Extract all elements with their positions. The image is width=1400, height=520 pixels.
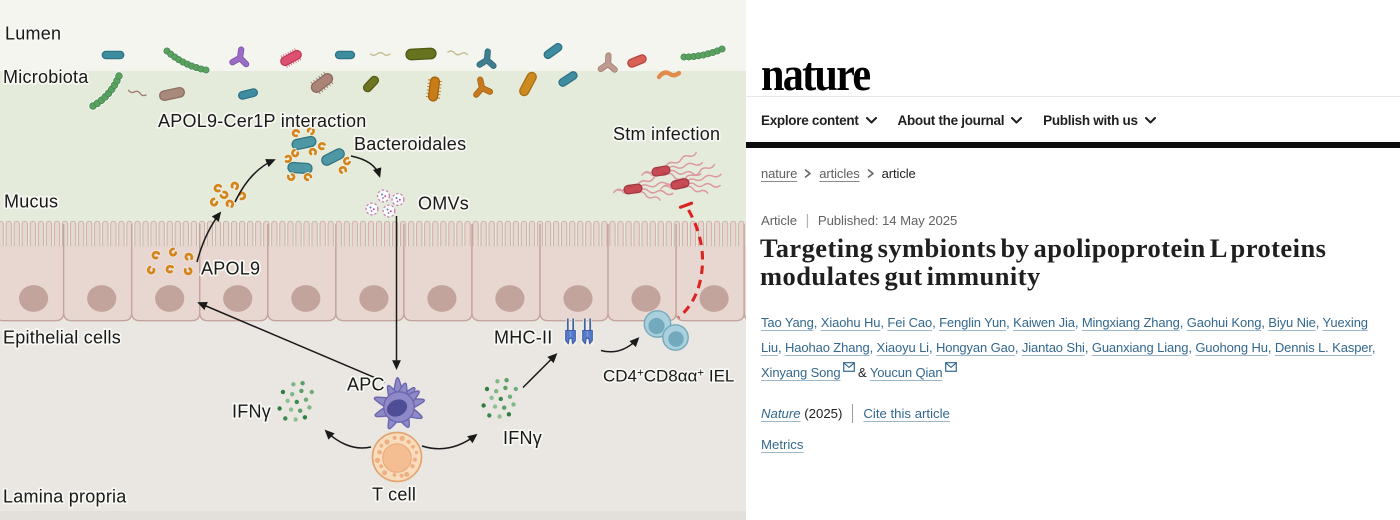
svg-text:OMVs: OMVs	[418, 194, 469, 214]
svg-text:IFNγ: IFNγ	[232, 402, 271, 422]
svg-text:APC: APC	[347, 375, 385, 395]
svg-text:Mucus: Mucus	[4, 192, 58, 212]
svg-text:Microbiota: Microbiota	[3, 67, 89, 87]
svg-text:Bacteroidales: Bacteroidales	[354, 134, 466, 154]
svg-text:CD4+CD8αα+ IEL: CD4+CD8αα+ IEL	[603, 367, 734, 386]
svg-text:MHC-II: MHC-II	[494, 328, 553, 348]
svg-text:APOL9: APOL9	[201, 259, 260, 279]
svg-text:APOL9-Cer1P interaction: APOL9-Cer1P interaction	[158, 111, 367, 131]
svg-text:Stm infection: Stm infection	[613, 124, 720, 144]
svg-text:Epithelial cells: Epithelial cells	[3, 328, 121, 348]
svg-text:T cell: T cell	[372, 485, 416, 505]
svg-text:Lamina propria: Lamina propria	[3, 487, 127, 507]
svg-text:Lumen: Lumen	[5, 24, 61, 44]
svg-text:IFNγ: IFNγ	[503, 428, 542, 448]
